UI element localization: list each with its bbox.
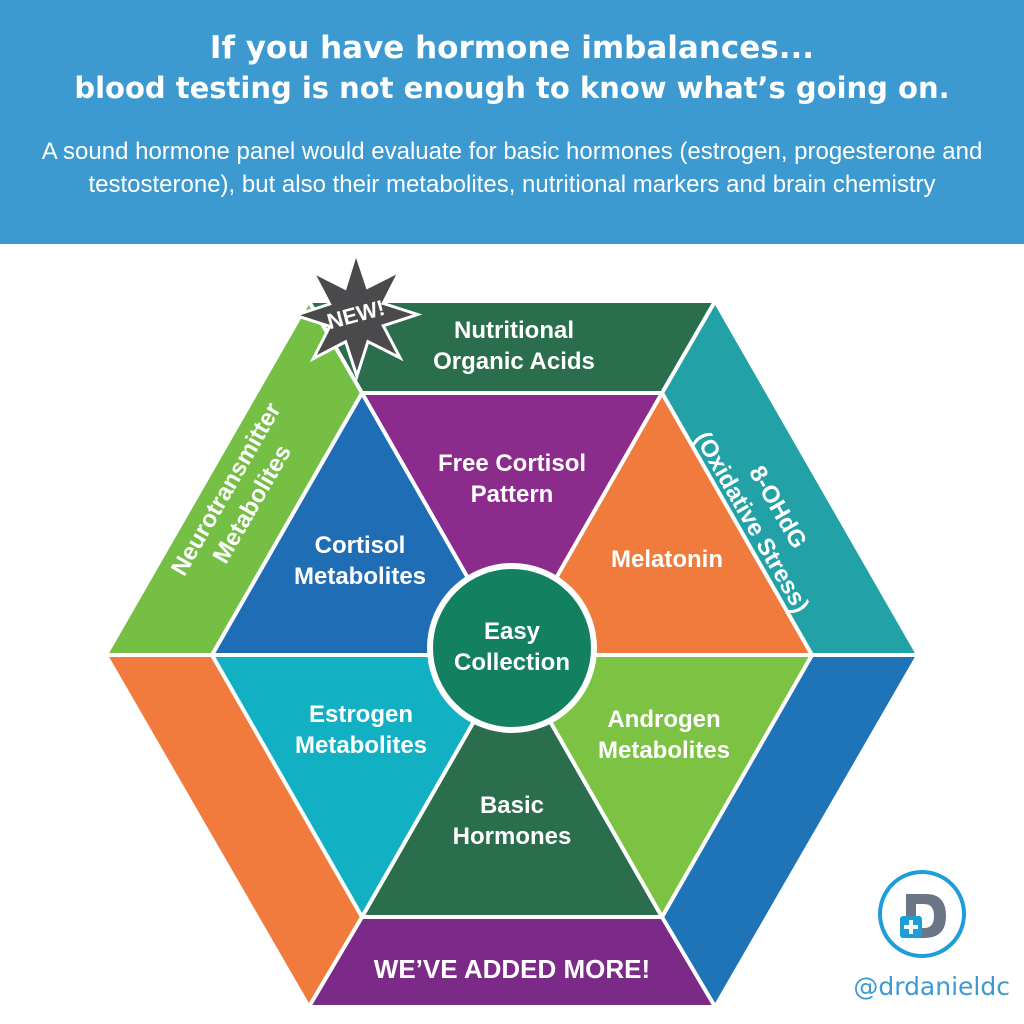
outer-top-label-line1: Nutritional xyxy=(454,317,574,344)
inner-segment-upper-left xyxy=(212,393,512,655)
center-label-line2: Collection xyxy=(454,649,570,676)
social-handle: @drdanieldc xyxy=(853,972,1010,1001)
outer-segment-bottom xyxy=(310,917,714,1005)
inner-segment-lower-right xyxy=(512,655,812,917)
outer-segment-top xyxy=(310,303,714,393)
header-banner: If you have hormone imbalances... blood … xyxy=(0,0,1024,244)
inner-lower-left-label-line2: Metabolites xyxy=(295,732,427,759)
inner-segment-lower-left xyxy=(212,655,512,917)
center-label-line1: Easy xyxy=(484,618,541,645)
outer-segment-lower-right xyxy=(662,655,916,1005)
inner-bottom-label-line2: Hormones xyxy=(453,823,572,850)
inner-top-label-line1: Free Cortisol xyxy=(438,450,586,477)
description: A sound hormone panel would evaluate for… xyxy=(41,138,983,198)
brand-logo-icon xyxy=(878,870,966,958)
new-badge: NEW! xyxy=(290,248,423,381)
inner-lower-right-label-line1: Androgen xyxy=(607,706,720,733)
inner-bottom-label-line1: Basic xyxy=(480,792,544,819)
outer-top-label-line2: Organic Acids xyxy=(433,348,595,375)
inner-upper-right-label-line1: Melatonin xyxy=(611,546,723,573)
outer-segment-upper-left xyxy=(108,303,362,655)
inner-segment-top xyxy=(362,393,662,655)
subheadline: blood testing is not enough to know what… xyxy=(74,71,950,105)
outer-segment-upper-right xyxy=(662,303,916,655)
inner-lower-left-label-line1: Estrogen xyxy=(309,701,413,728)
starburst-icon xyxy=(290,248,423,381)
headline: If you have hormone imbalances... xyxy=(209,30,815,66)
outer-segment-lower-left xyxy=(108,655,362,1005)
inner-segment-upper-right xyxy=(512,393,812,655)
center-circle xyxy=(427,563,597,733)
outer-bottom-label: WE’VE ADDED MORE! xyxy=(374,954,650,984)
inner-segment-bottom xyxy=(362,655,662,917)
inner-upper-left-label-line2: Metabolites xyxy=(294,563,426,590)
inner-lower-right-label-line2: Metabolites xyxy=(598,737,730,764)
inner-top-label-line2: Pattern xyxy=(471,481,554,508)
inner-upper-left-label-line1: Cortisol xyxy=(315,532,406,559)
